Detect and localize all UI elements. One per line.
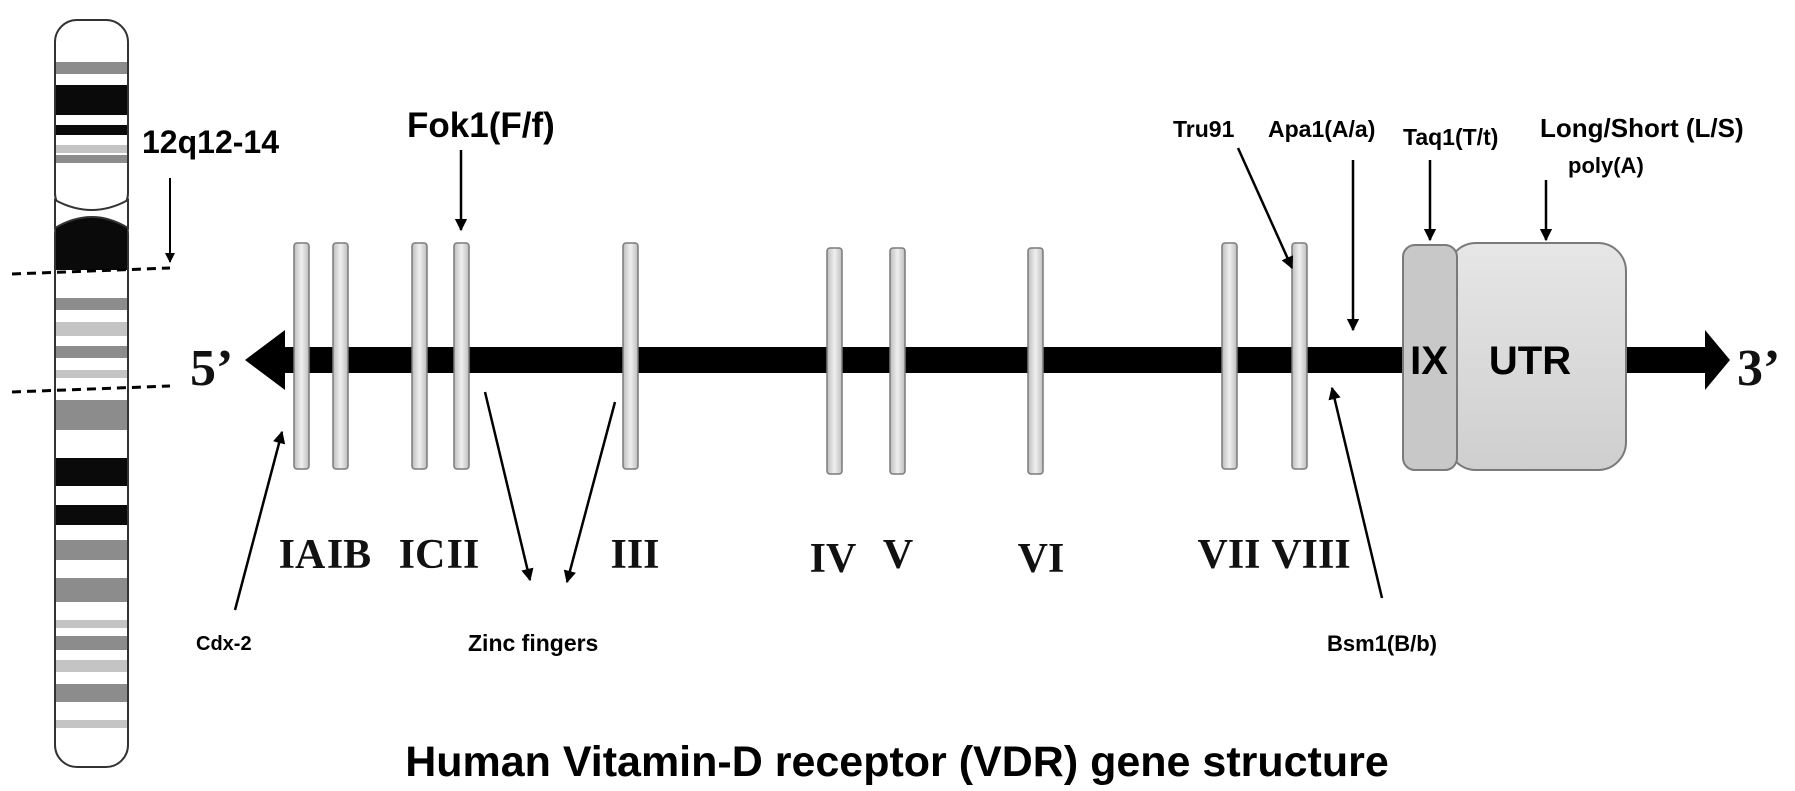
exon-IA xyxy=(293,242,310,470)
exon-label-VIII: VIII xyxy=(1271,532,1350,578)
exon-label-VII: VII xyxy=(1197,532,1260,578)
poly-a-label: poly(A) xyxy=(1568,153,1644,178)
exon-label-IC: IC xyxy=(399,532,446,578)
centromere xyxy=(54,198,129,230)
zinc-finger-arrow-1 xyxy=(483,391,534,582)
exon-labels: IA IB IC II III IV V VI VII VIII xyxy=(279,532,1351,582)
chromosome-band-12 xyxy=(56,458,127,486)
backbone-arrowhead-left xyxy=(245,330,285,390)
chromosome-band-6 xyxy=(56,218,127,270)
chromosome-band-15 xyxy=(56,578,127,602)
chromosome-band-18 xyxy=(56,660,127,672)
exon-V xyxy=(889,247,906,475)
exon-label-VI: VI xyxy=(1018,536,1065,582)
tru91-arrow xyxy=(1236,147,1294,270)
polymorphism-annotations: Fok1(F/f) Tru91 Apa1(A/a) Taq1(T/t) Long… xyxy=(407,106,1744,332)
three-prime-label: 3’ xyxy=(1737,340,1780,397)
exon-VII xyxy=(1221,242,1238,470)
chromosome-band-10 xyxy=(56,370,127,378)
exon-VI xyxy=(1027,247,1044,475)
apa1-label: Apa1(A/a) xyxy=(1268,116,1375,142)
backbone-arrowhead-right xyxy=(1705,330,1730,390)
exon-IV xyxy=(826,247,843,475)
exon-IB xyxy=(332,242,349,470)
cdx2-arrow xyxy=(233,430,286,611)
exon-label-III: III xyxy=(610,532,659,578)
exon-label-IA: IA xyxy=(279,532,326,578)
chromosome-band-14 xyxy=(56,540,127,560)
chromosome-band-5 xyxy=(56,155,127,163)
bottom-annotations: Cdx-2 Zinc fingers Bsm1(B/b) xyxy=(196,386,1437,656)
chromosome-band-11 xyxy=(56,400,127,430)
five-prime-label: 5’ xyxy=(190,340,233,397)
exon-IX xyxy=(1402,244,1458,471)
tru91-label: Tru91 xyxy=(1173,116,1235,142)
exon-label-IB: IB xyxy=(327,532,371,578)
chromosome-band-4 xyxy=(56,145,127,153)
taq1-label: Taq1(T/t) xyxy=(1403,124,1498,150)
long-short-label: Long/Short (L/S) xyxy=(1540,113,1744,143)
zinc-finger-arrow-2 xyxy=(563,401,617,584)
exon-IX-label: IX xyxy=(1410,339,1448,383)
chromosome-bands xyxy=(56,62,127,728)
chromosome-band-7 xyxy=(56,298,127,310)
chromosome-band-label: 12q12-14 xyxy=(142,124,279,160)
exon-ix-utr-group: IX UTR xyxy=(1402,242,1627,471)
chromosome-ideogram: 12q12-14 xyxy=(11,19,279,768)
exon-group xyxy=(293,242,1308,475)
chromosome-band-1 xyxy=(56,62,127,74)
chromosome-band-2 xyxy=(56,85,127,115)
chromosome-band-8 xyxy=(56,322,127,336)
utr-label: UTR xyxy=(1489,339,1571,383)
diagram-title: Human Vitamin-D receptor (VDR) gene stru… xyxy=(405,738,1389,786)
chromosome-band-17 xyxy=(56,636,127,650)
chromosome-band-19 xyxy=(56,684,127,702)
exon-label-V: V xyxy=(883,532,913,578)
chromosome-q-arm xyxy=(54,211,129,768)
fok1-label: Fok1(F/f) xyxy=(407,106,555,145)
chromosome-band-20 xyxy=(56,720,127,728)
exon-IC xyxy=(411,242,428,470)
exon-III xyxy=(622,242,639,470)
cdx2-label: Cdx-2 xyxy=(196,633,252,655)
exon-label-IV: IV xyxy=(810,536,857,582)
exon-VIII xyxy=(1291,242,1308,470)
chromosome-band-13 xyxy=(56,505,127,525)
chromosome-band-16 xyxy=(56,620,127,628)
zinc-fingers-label: Zinc fingers xyxy=(468,630,598,656)
band-region-bottom-line xyxy=(11,384,171,394)
exon-label-II: II xyxy=(447,532,480,578)
bsm1-label: Bsm1(B/b) xyxy=(1327,631,1437,656)
chromosome-p-arm xyxy=(54,19,129,216)
exon-II xyxy=(453,242,470,470)
chromosome-band-3 xyxy=(56,125,127,135)
band-region-top-line xyxy=(11,266,171,276)
chromosome-band-9 xyxy=(56,346,127,358)
bsm1-arrow xyxy=(1328,386,1384,599)
